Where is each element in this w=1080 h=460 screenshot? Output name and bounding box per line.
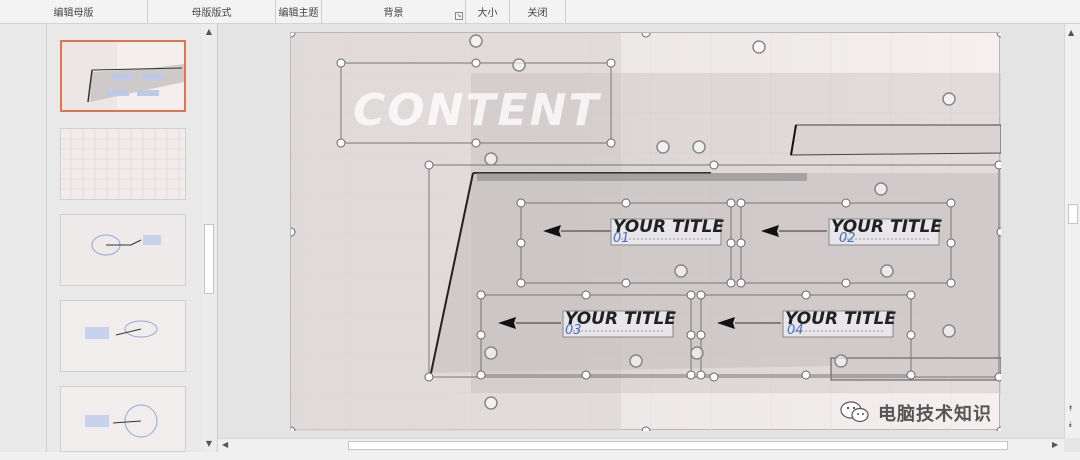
grid-preview-icon xyxy=(61,129,185,199)
ribbon-label: 母版版式 xyxy=(191,8,232,19)
slide-thumbnail-5[interactable] xyxy=(60,386,186,452)
title-text-4[interactable]: YOUR TITLE xyxy=(785,309,896,329)
thumbnail-preview-icon xyxy=(62,42,184,110)
number-label-3[interactable]: 03 xyxy=(565,323,582,338)
scroll-left-icon[interactable]: ◀ xyxy=(222,440,229,449)
next-slide-icon[interactable]: ⯯ xyxy=(1068,420,1073,429)
title-text-3[interactable]: YOUR TITLE xyxy=(565,309,676,329)
canvas-vertical-scrollbar[interactable]: ▲ ⯭ ⯯ xyxy=(1064,24,1080,438)
status-bar xyxy=(0,452,1080,460)
title-text-2[interactable]: YOUR TITLE xyxy=(831,217,942,237)
ribbon-group-close[interactable]: 关闭 xyxy=(510,0,566,24)
ribbon-group-edit-theme[interactable]: 编辑主题 xyxy=(276,0,322,24)
ribbon-label: 背景 xyxy=(383,8,404,19)
ribbon-group-edit-master[interactable]: 编辑母版 xyxy=(0,0,148,24)
scrollbar-thumb[interactable] xyxy=(348,441,1008,450)
circle-preview-icon xyxy=(61,387,185,451)
ribbon-label: 编辑主题 xyxy=(278,8,319,19)
ribbon-group-background[interactable]: 背景 xyxy=(322,0,466,24)
ribbon: 编辑母版 母版版式 编辑主题 背景 ↘ 大小 关闭 xyxy=(0,0,1080,24)
number-label-2[interactable]: 02 xyxy=(839,231,856,246)
watermark-text: 电脑技术知识 xyxy=(878,404,992,425)
scroll-right-icon[interactable]: ▶ xyxy=(1052,440,1059,449)
title-text-1[interactable]: YOUR TITLE xyxy=(613,217,724,237)
wechat-icon xyxy=(840,401,869,423)
slide-master[interactable]: CONTENT YOUR TITLE YOUR TITLE YOUR TITLE… xyxy=(290,32,1001,431)
scroll-down-icon[interactable]: ▼ xyxy=(205,439,213,448)
slide-thumbnail-3[interactable] xyxy=(60,214,186,286)
circle-preview-icon xyxy=(61,215,185,285)
circle-preview-icon xyxy=(61,301,185,371)
ribbon-group-master-layout[interactable]: 母版版式 xyxy=(148,0,276,24)
slide-thumbnail-2[interactable] xyxy=(60,128,186,200)
thumbnail-scrollbar[interactable]: ▲ ▼ xyxy=(202,24,216,452)
canvas-horizontal-scrollbar[interactable]: ◀ ▶ xyxy=(218,438,1064,452)
ribbon-label: 大小 xyxy=(477,8,498,19)
dialog-launcher-icon[interactable]: ↘ xyxy=(455,12,463,20)
slide-thumbnail-master[interactable] xyxy=(60,40,186,112)
scroll-up-icon[interactable]: ▲ xyxy=(205,27,213,36)
slide-canvas[interactable]: CONTENT YOUR TITLE YOUR TITLE YOUR TITLE… xyxy=(218,24,1064,438)
bg-content-text: CONTENT xyxy=(353,85,601,136)
ribbon-group-size[interactable]: 大小 xyxy=(466,0,510,24)
number-label-1[interactable]: 01 xyxy=(613,231,630,246)
slide-artwork xyxy=(291,33,1001,431)
ribbon-label: 编辑母版 xyxy=(53,8,94,19)
scroll-up-icon[interactable]: ▲ xyxy=(1068,28,1075,37)
scrollbar-thumb[interactable] xyxy=(204,224,214,294)
selection-handles[interactable] xyxy=(291,33,1001,431)
prev-slide-icon[interactable]: ⯭ xyxy=(1068,404,1073,413)
ribbon-label: 关闭 xyxy=(527,8,548,19)
number-label-4[interactable]: 04 xyxy=(787,323,804,338)
scrollbar-thumb[interactable] xyxy=(1068,204,1078,224)
thumbnail-pane xyxy=(0,24,218,452)
slide-thumbnail-4[interactable] xyxy=(60,300,186,372)
